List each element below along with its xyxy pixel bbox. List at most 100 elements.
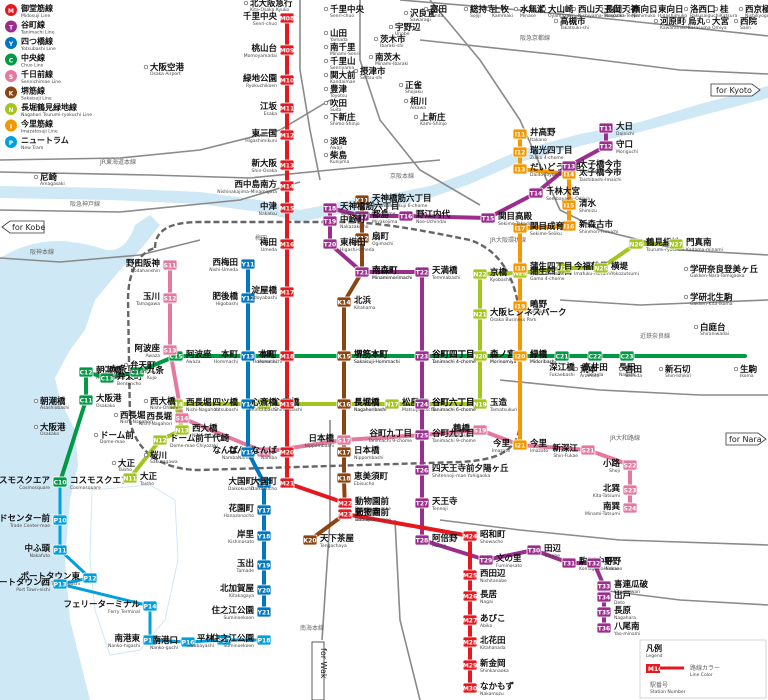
station-badge[interactable] (302, 534, 318, 546)
station-badge[interactable] (174, 412, 190, 424)
station-badge[interactable] (414, 350, 430, 362)
station-badge[interactable] (279, 238, 295, 250)
station-badge[interactable] (593, 262, 609, 274)
station-badge[interactable] (162, 344, 178, 356)
station-badge[interactable] (619, 350, 635, 362)
station-badge[interactable] (472, 424, 488, 436)
station-badge[interactable] (384, 398, 400, 410)
station-badge[interactable] (561, 199, 577, 211)
station-badge[interactable] (512, 439, 528, 451)
station-badge[interactable] (279, 12, 295, 24)
station-badge[interactable] (279, 129, 295, 141)
station-badge[interactable] (462, 530, 478, 542)
station-badge[interactable] (598, 140, 614, 152)
station-P13[interactable]: P13ポートタウン西Port Town-nishi (0, 577, 68, 593)
station-badge[interactable] (52, 544, 68, 556)
station-badge[interactable] (628, 238, 644, 250)
station-badge[interactable] (512, 222, 528, 234)
station-badge[interactable] (279, 398, 295, 410)
station-badge[interactable] (279, 350, 295, 362)
station-badge[interactable] (414, 429, 430, 441)
station-badge[interactable] (480, 212, 496, 224)
station-badge[interactable] (622, 459, 638, 471)
station-badge[interactable] (414, 398, 430, 410)
station-badge[interactable] (336, 398, 352, 410)
station-badge[interactable] (622, 502, 638, 514)
station-badge[interactable] (354, 266, 370, 278)
station-badge[interactable] (561, 557, 577, 569)
station-badge[interactable] (586, 557, 602, 569)
station-badge[interactable] (580, 444, 596, 456)
station-badge[interactable] (337, 508, 353, 520)
station-badge[interactable] (162, 292, 178, 304)
station-badge[interactable] (256, 634, 272, 646)
station-badge[interactable] (512, 350, 528, 362)
station-badge[interactable] (337, 497, 353, 509)
station-badge[interactable] (354, 232, 370, 244)
station-badge[interactable] (462, 659, 478, 671)
station-badge[interactable] (556, 262, 572, 274)
station-badge[interactable] (526, 544, 542, 556)
station-badge[interactable] (52, 578, 68, 590)
station-badge[interactable] (256, 398, 272, 410)
station-badge[interactable] (336, 472, 352, 484)
station-badge[interactable] (174, 424, 190, 436)
